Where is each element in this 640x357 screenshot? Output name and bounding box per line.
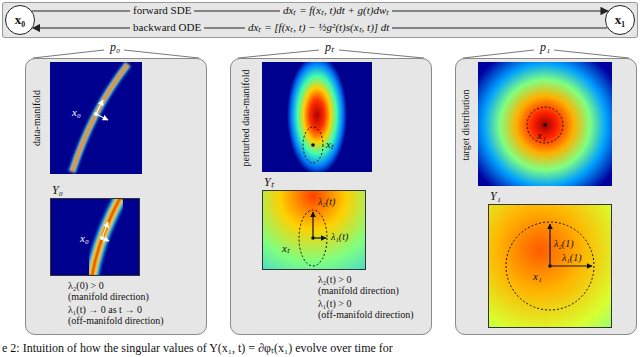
panel-title: data-manifold — [31, 68, 43, 168]
singular-value-label: λ₁(t) — [331, 231, 348, 243]
state-symbol: x₁ — [606, 6, 634, 34]
distribution-label: p₀ — [110, 40, 120, 54]
target-heatmap — [478, 62, 612, 186]
dotted-circle — [527, 107, 563, 143]
dotted-ellipse — [303, 127, 323, 163]
band-core — [92, 198, 120, 276]
direction-arrow — [550, 265, 592, 266]
jacobian-inset: Y₁x₁λ₂(1)λ₁(1) — [488, 204, 612, 328]
state-circle: x₀ — [5, 5, 35, 35]
singular-value-note: λ₂(0) > 0 — [68, 280, 104, 292]
point-dot — [548, 264, 552, 268]
crescent — [72, 64, 128, 172]
jacobian-inset: Yₜxₜλ₂(t)λ₁(t) — [262, 190, 366, 270]
zoom-line — [238, 50, 319, 58]
point-label: x₁ — [533, 270, 542, 283]
equation: dxₜ = f(xₜ, t)dt + g(t)dwₜ — [280, 4, 392, 17]
zoom-line — [33, 50, 104, 58]
singular-value-note: λ₂(t) > 0 — [318, 274, 351, 286]
crescent-halo — [72, 64, 128, 172]
heatmap-ground — [262, 190, 366, 270]
direction-note: (manifold direction) — [318, 285, 399, 297]
process-label: forward SDE — [130, 4, 194, 17]
inset-heatmap — [50, 198, 140, 276]
singular-value-label: λ₂(1) — [554, 238, 573, 250]
distribution-panel: Y₀x₀data-manifoldx₀λ₂(0) > 0(manifold di… — [25, 58, 207, 335]
distribution-label: p₁ — [540, 40, 550, 54]
distribution-panel: Y₁ x₁ λ₂(1) λ₁(1) target distribution x₁ — [455, 58, 637, 335]
band-halo — [92, 198, 120, 276]
inset-title: Yₜ — [264, 175, 274, 189]
dotted-circle — [506, 222, 594, 310]
direction-note: (off-manifold direction) — [68, 315, 164, 327]
state-circle: x₁ — [605, 5, 635, 35]
zoom-line — [339, 50, 424, 58]
direction-arrow — [96, 114, 108, 120]
direction-note: (manifold direction) — [68, 291, 149, 303]
inset-heatmap — [262, 190, 366, 270]
direction-arrow — [96, 100, 103, 114]
point-dot — [100, 236, 104, 240]
direction-note: (off-manifold direction) — [318, 309, 414, 321]
figure-caption: e 2: Intuition of how the singular value… — [2, 341, 393, 355]
dotted-ellipse — [299, 210, 327, 266]
point-label: xₜ — [326, 138, 334, 151]
point-dot — [94, 112, 98, 116]
singular-value-note: λ₁(t) > 0 — [318, 298, 351, 310]
heatmap-ground — [488, 204, 612, 328]
panel-ground — [455, 58, 637, 335]
direction-arrow — [312, 212, 313, 238]
inset-title: Y₀ — [52, 183, 63, 197]
zoom-line — [463, 50, 534, 58]
singular-value-note: λ₁(t) → 0 as t → 0 — [68, 304, 142, 316]
heatmap-ground — [50, 198, 140, 276]
process-label: backward ODE — [130, 21, 204, 34]
crescent-core — [72, 64, 128, 172]
process-bar: x₀ x₁ forward SDE dxₜ = f(xₜ, t)dt + g(t)dw… — [2, 2, 638, 38]
inset-title: Y₁ — [490, 189, 501, 203]
point-label: x₀ — [80, 232, 89, 245]
zoom-line — [554, 50, 629, 58]
zoom-line — [124, 50, 199, 58]
equation: dxₜ = [f(xₜ, t) − ½g²(t)s(xₜ, t)] dt — [245, 21, 392, 34]
distribution-panel: Yₜ xₜ λ₂(t) λ₁(t) perturbed data-manifold xₜ λ… — [230, 58, 432, 335]
bar-ground — [2, 2, 638, 38]
panel-ground — [25, 58, 207, 335]
direction-arrow — [549, 224, 550, 266]
direction-arrow — [313, 237, 326, 238]
direction-arrow — [102, 222, 108, 238]
crescent-band — [72, 64, 128, 172]
manifold-band — [92, 198, 120, 276]
density-blob — [287, 62, 347, 172]
inset-heatmap — [488, 204, 612, 328]
panel-title: perturbed data-manifold — [240, 63, 252, 173]
state-symbol: x₀ — [6, 6, 34, 34]
point-dot — [543, 123, 547, 127]
point-dot — [311, 143, 315, 147]
point-dot — [311, 236, 315, 240]
singular-value-label: λ₁(1) — [562, 252, 581, 264]
heatmap-ground — [478, 62, 612, 186]
point-label: x₁ — [537, 129, 546, 142]
manifold-heatmap — [50, 62, 142, 174]
perturbed-heatmap — [262, 55, 372, 175]
panel-title: target distribution — [460, 65, 472, 185]
jacobian-inset: Y₀x₀ — [50, 198, 140, 276]
point-label: x₀ — [72, 106, 81, 119]
distribution-label: pₜ — [325, 40, 334, 54]
point-label: xₜ — [282, 242, 290, 255]
band-mid — [92, 198, 120, 276]
heatmap-ground — [50, 62, 142, 174]
singular-value-label: λ₂(t) — [318, 196, 335, 208]
